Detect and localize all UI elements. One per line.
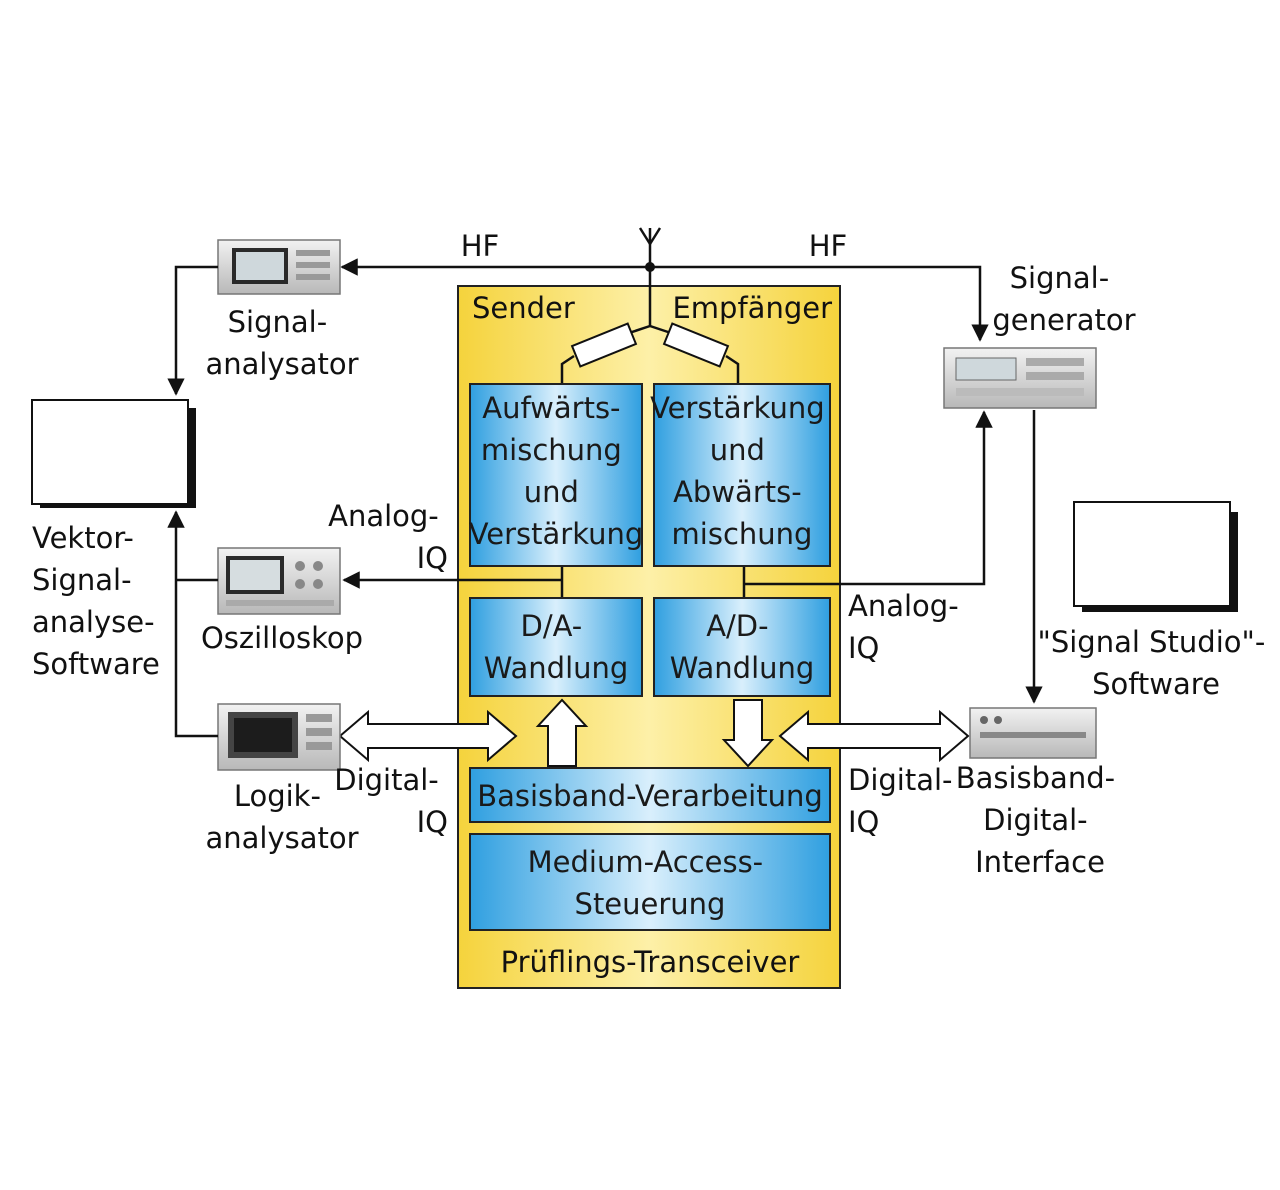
baseband-label: Basisband-Verarbeitung bbox=[477, 779, 823, 813]
adc-label: A/D- Wandlung bbox=[670, 609, 815, 685]
digital-iq-left-label: Digital- IQ bbox=[334, 763, 448, 839]
analog-iq-left-label: Analog- IQ bbox=[328, 499, 448, 575]
analog-iq-right-label: Analog- IQ bbox=[848, 589, 968, 665]
signal-generator-label: Signal- generator bbox=[992, 261, 1135, 337]
dut-label: Prüflings-Transceiver bbox=[501, 945, 800, 979]
adc-block bbox=[653, 597, 831, 697]
digital-iq-right-label: Digital- IQ bbox=[848, 763, 962, 839]
receive-filter bbox=[662, 322, 730, 368]
baseband-interface-icon bbox=[969, 707, 1097, 759]
vsa-software-label: Vektor- Signal- analyse- Software bbox=[32, 521, 164, 681]
mac-label: Medium-Access- Steuerung bbox=[528, 845, 773, 921]
dac-up-arrow bbox=[535, 698, 589, 767]
signal-studio-label: "Signal Studio"- Software bbox=[1037, 625, 1274, 701]
downmix-label: Verstärkung und Abwärts- mischung bbox=[650, 391, 834, 551]
signal-studio-window bbox=[1073, 501, 1231, 607]
hf-left-label: HF bbox=[461, 229, 500, 263]
antenna-icon bbox=[638, 227, 662, 272]
oscilloscope-label: Oszilloskop bbox=[201, 621, 363, 655]
adc-down-arrow bbox=[721, 699, 775, 768]
baseband-interface-label: Basisband- Digital- Interface bbox=[956, 761, 1125, 879]
signal-analyzer-icon bbox=[217, 239, 341, 295]
mac-block bbox=[469, 833, 831, 931]
digital-iq-left-arrow bbox=[338, 709, 518, 763]
dac-block bbox=[469, 597, 643, 697]
upmix-label: Aufwärts- mischung und Verstärkung bbox=[469, 391, 644, 551]
upmix-block bbox=[469, 383, 643, 567]
digital-iq-right-arrow bbox=[778, 709, 970, 763]
dac-label: D/A- Wandlung bbox=[484, 609, 629, 685]
downmix-block bbox=[653, 383, 831, 567]
receiver-label: Empfänger bbox=[672, 291, 832, 325]
sender-label: Sender bbox=[472, 291, 575, 325]
logic-analyzer-label: Logik- analysator bbox=[205, 779, 358, 855]
signal-analyzer-label: Signal- analysator bbox=[205, 305, 358, 381]
hf-right-label: HF bbox=[809, 229, 848, 263]
oscilloscope-icon bbox=[217, 547, 341, 615]
baseband-block bbox=[469, 767, 831, 823]
signal-generator-icon bbox=[943, 347, 1097, 409]
transmit-filter bbox=[570, 322, 638, 368]
logic-analyzer-icon bbox=[217, 703, 341, 771]
vsa-software-window bbox=[31, 399, 189, 505]
